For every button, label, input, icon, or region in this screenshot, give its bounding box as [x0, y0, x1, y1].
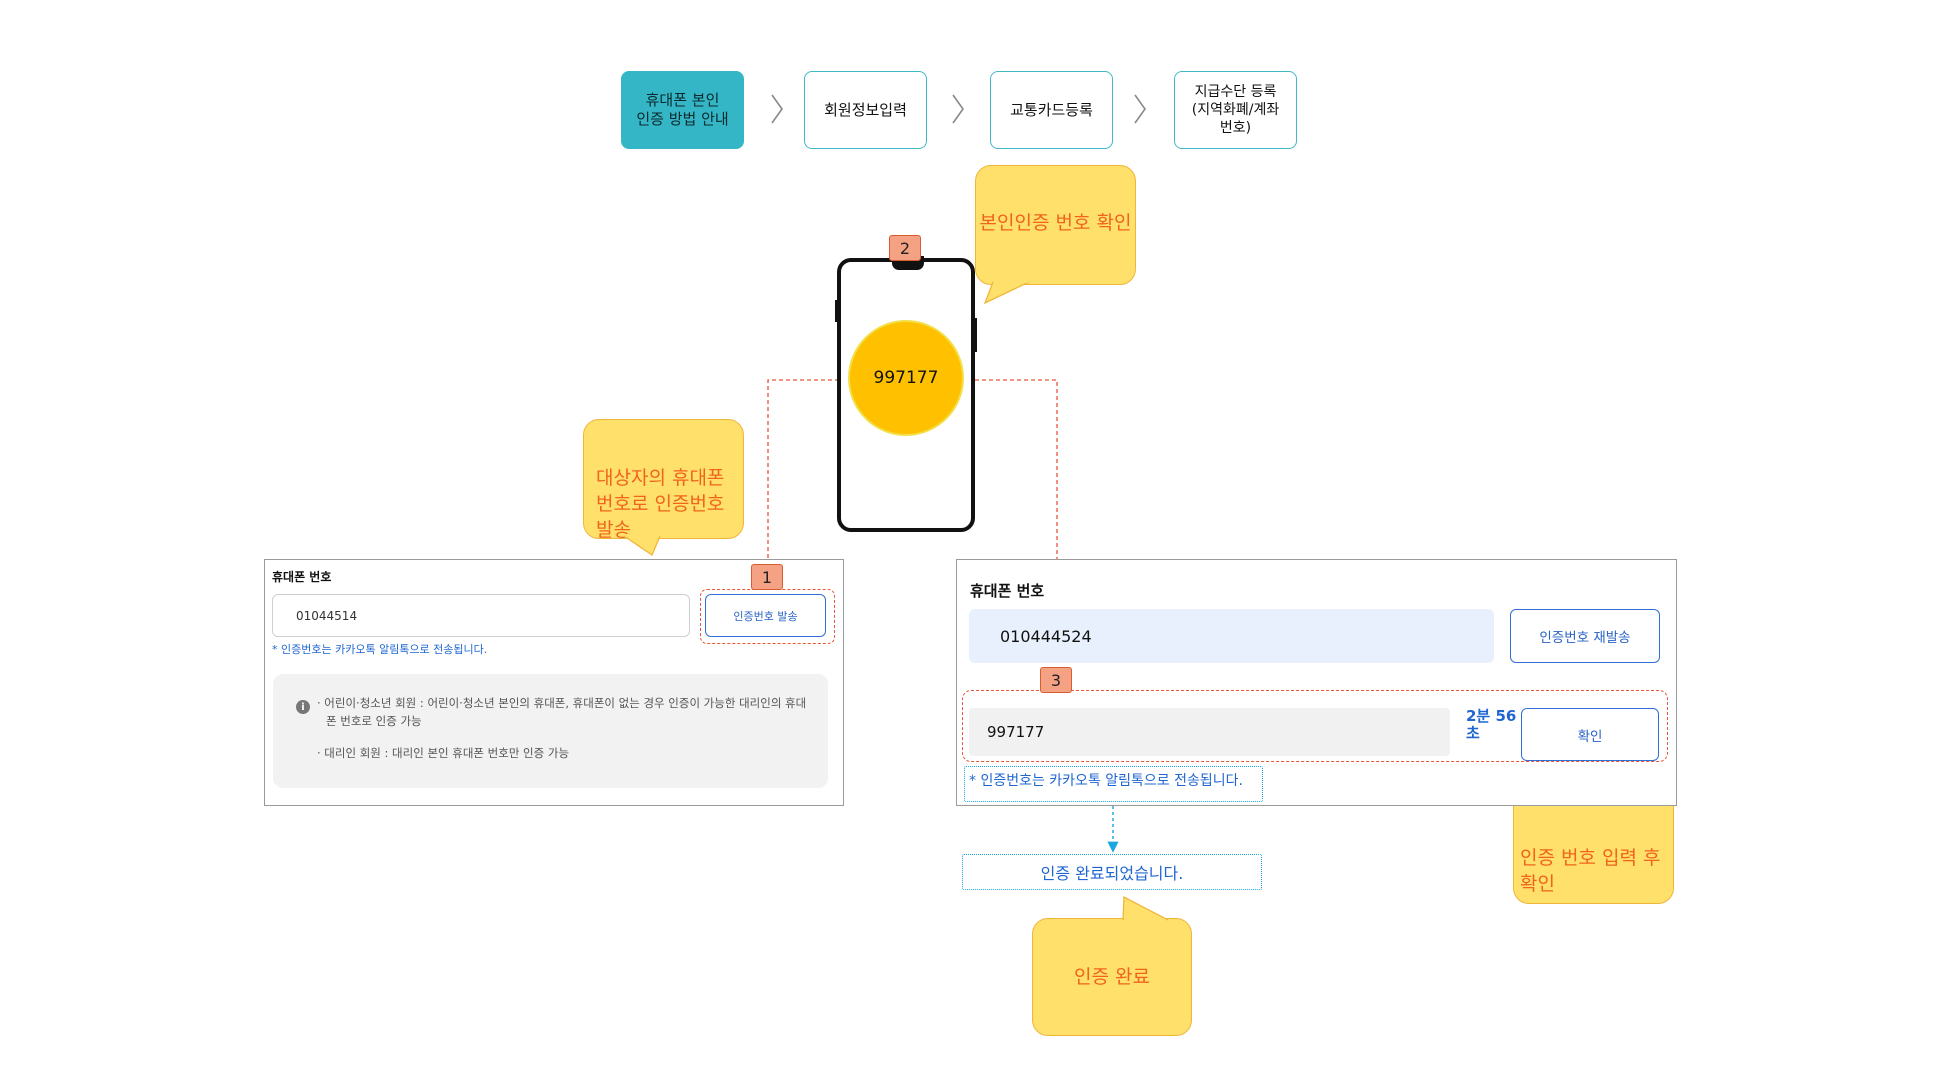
- resend-code-button[interactable]: 인증번호 재발송: [1510, 609, 1660, 663]
- chevron-right-icon: [1134, 94, 1146, 124]
- step-badge-3: 3: [1040, 667, 1072, 693]
- info-line-2: 폰 번호로 인증 가능: [326, 714, 422, 728]
- step-member-info: 회원정보입력: [804, 71, 927, 149]
- step-transit-card: 교통카드등록: [990, 71, 1113, 149]
- callout-verify-number: 본인인증 번호 확인: [975, 165, 1136, 285]
- phone-number-input[interactable]: 01044514: [272, 594, 690, 637]
- step-badge-1: 1: [751, 564, 783, 590]
- step-badge-2: 2: [889, 235, 921, 261]
- verification-code-input[interactable]: 997177: [969, 708, 1450, 756]
- send-code-button[interactable]: 인증번호 발송: [705, 594, 826, 637]
- right-phone-form-panel: [956, 559, 1677, 806]
- step-phone-auth-guide: 휴대폰 본인 인증 방법 안내: [621, 71, 744, 149]
- verification-code-display: 997177: [848, 320, 964, 436]
- chevron-right-icon: [952, 94, 964, 124]
- confirm-button[interactable]: 확인: [1521, 708, 1659, 761]
- info-box: · 어린이·청소년 회원 : 어린이·청소년 본인의 휴대폰, 휴대폰이 없는 …: [273, 674, 828, 788]
- callout-enter-confirm-text: 인증 번호 입력 후 확인: [1520, 847, 1661, 895]
- step-payment-method: 지급수단 등록 (지역화폐/계좌 번호): [1174, 71, 1297, 149]
- completion-message: 인증 완료되었습니다.: [962, 854, 1262, 890]
- callout-send-number-text: 대상자의 휴대폰 번호로 인증번호 발송: [596, 467, 725, 541]
- highlight-kakao-notice: [964, 766, 1263, 802]
- completion-message-text: 인증 완료되었습니다.: [1040, 864, 1184, 883]
- chevron-right-icon: [771, 94, 783, 124]
- callout-tail: [1122, 895, 1169, 923]
- info-icon: i: [296, 700, 310, 714]
- callout-done-text: 인증 완료: [1074, 966, 1150, 988]
- phone-number-input[interactable]: 010444524: [969, 609, 1494, 663]
- callout-send-number: 대상자의 휴대폰 번호로 인증번호 발송: [583, 419, 744, 541]
- callout-done: 인증 완료: [1032, 918, 1192, 1036]
- kakao-notice: * 인증번호는 카카오톡 알림톡으로 전송됩니다.: [969, 773, 1243, 789]
- phone-side-button: [974, 318, 977, 352]
- info-line-1: · 어린이·청소년 회원 : 어린이·청소년 본인의 휴대폰, 휴대폰이 없는 …: [317, 696, 807, 710]
- phone-number-label: 휴대폰 번호: [272, 570, 332, 584]
- callout-tail: [983, 280, 1030, 305]
- phone-number-value: 010444524: [1000, 626, 1092, 646]
- phone-number-label: 휴대폰 번호: [970, 582, 1045, 600]
- callout-verify-number-text: 본인인증 번호 확인: [979, 212, 1132, 234]
- kakao-notice: * 인증번호는 카카오톡 알림톡으로 전송됩니다.: [272, 643, 488, 656]
- phone-code-text: 997177: [873, 368, 939, 388]
- highlight-code-entry: [962, 690, 1668, 762]
- info-line-3: · 대리인 회원 : 대리인 본인 휴대폰 번호만 인증 가능: [317, 746, 570, 760]
- phone-volume-button: [835, 300, 838, 322]
- countdown-timer: 2분 56 초: [1466, 707, 1517, 742]
- callout-tail: [623, 534, 661, 556]
- phone-number-value: 01044514: [296, 608, 358, 623]
- verification-code-value: 997177: [987, 723, 1045, 741]
